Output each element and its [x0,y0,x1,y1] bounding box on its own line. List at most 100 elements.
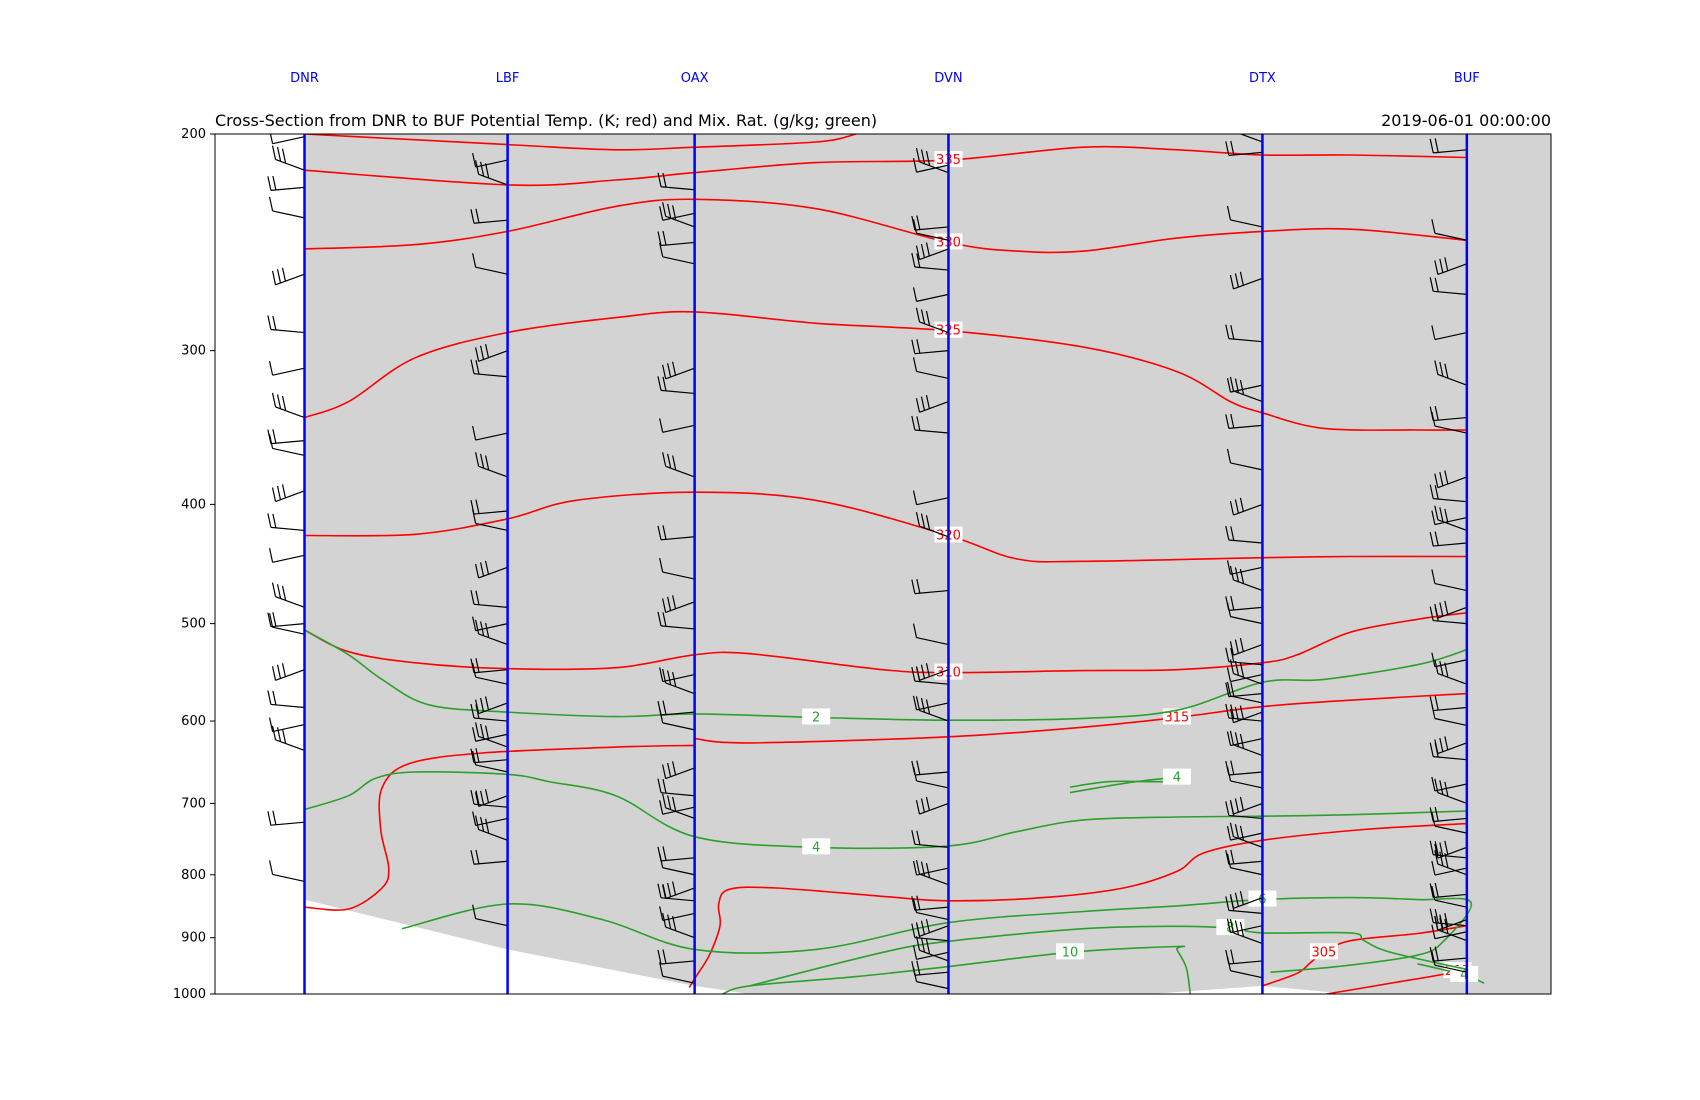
theta-contour-label: 315 [1165,710,1190,725]
y-tick-label: 700 [181,796,206,811]
wind-barb [268,434,305,457]
mixing-ratio-label-bg [1162,768,1191,785]
y-tick-label: 1000 [173,987,206,1002]
wind-barb [662,452,695,478]
wind-barb [1429,531,1467,547]
wind-barb [657,846,695,862]
wind-barb [1229,271,1263,290]
wind-barb [912,945,949,960]
wind-barb [1225,760,1263,776]
wind-barb [911,215,949,231]
wind-barb [912,287,949,302]
wind-barb [472,811,508,827]
wind-barb [915,242,949,261]
theta-contour-325 [304,310,1467,431]
chart-title: Cross-Section from DNR to BUF Potential … [215,111,877,130]
wind-barb [1431,860,1467,876]
wind-barb [271,484,305,503]
wind-barb [915,394,949,413]
wind-barb [662,881,695,900]
wind-barb [267,612,305,628]
wind-barb [915,147,949,174]
wind-barb [912,219,949,241]
wind-barb [659,800,695,815]
mixing-ratio-contour-label: 4 [812,840,820,855]
wind-barb [267,315,305,334]
wind-barb [1431,811,1467,834]
wind-barb [912,158,949,173]
wind-barb [1429,908,1467,927]
wind-barb [1431,951,1467,973]
station-label-dnr: DNR [290,71,319,86]
wind-barb [915,307,949,334]
wind-barb [1431,219,1467,241]
wind-barb [271,663,305,681]
wind-barb [912,490,949,506]
wind-barb [1429,138,1467,154]
theta-contour-340 [304,134,857,151]
wind-barb [1226,560,1263,575]
y-tick-label: 800 [181,868,206,883]
wind-barb [657,611,695,630]
wind-barb [911,339,949,355]
wind-barb [1226,853,1263,876]
wind-barb [915,511,949,538]
wind-barb [915,663,949,681]
wind-barb [657,949,695,965]
wind-barb [267,810,305,826]
plot-frame [214,133,1552,995]
wind-barb [1429,484,1467,503]
wind-barb [1225,682,1263,698]
wind-barb [659,206,695,221]
wind-barb [475,696,508,715]
wind-barb [659,557,695,580]
wind-barb [1229,796,1263,815]
wind-barb [1226,378,1263,393]
wind-barb [475,452,508,478]
wind-barb [268,860,305,882]
wind-barb [472,904,508,927]
theta-contour-315 [694,692,1467,744]
wind-barb [1431,510,1467,526]
wind-barb [912,357,949,380]
wind-barb [470,359,508,378]
mixing-ratio-contour-10 [722,945,1192,994]
wind-barb [472,152,508,168]
wind-barb [271,582,305,608]
wind-barb [475,815,508,841]
wind-barb [1429,406,1467,422]
terrain-fill [304,134,1551,994]
mixing-ratio-label-bg [1056,943,1085,960]
wind-barb [1225,647,1263,666]
wind-barb [1429,277,1467,295]
chart-timestamp: 2019-06-01 00:00:00 [1381,111,1551,130]
wind-barb [268,196,305,219]
wind-barb [1226,825,1263,841]
wind-barb [657,525,695,541]
wind-barb [657,172,695,191]
theta-label-bg [1162,708,1191,725]
wind-barb [267,429,305,445]
wind-barb [1431,325,1467,341]
wind-barb-layer [267,134,1468,990]
wind-barb [470,499,508,515]
wind-barb [1434,470,1468,489]
theta-contour-300 [304,744,695,911]
wind-barb [662,761,695,780]
y-tick-label: 600 [181,714,206,729]
wind-barb [1434,849,1468,876]
wind-barb [470,748,508,764]
wind-barb [659,667,695,683]
wind-barb [267,690,305,709]
wind-barb [1225,595,1263,611]
wind-barb [911,579,949,595]
mixing-ratio-contour-8 [749,925,1467,987]
wind-barb [657,778,695,797]
wind-barb [657,230,695,247]
mixing-ratio-contour-2 [304,629,1468,722]
wind-barb [911,830,949,848]
y-tick-label: 900 [181,931,206,946]
wind-barb [912,695,949,711]
